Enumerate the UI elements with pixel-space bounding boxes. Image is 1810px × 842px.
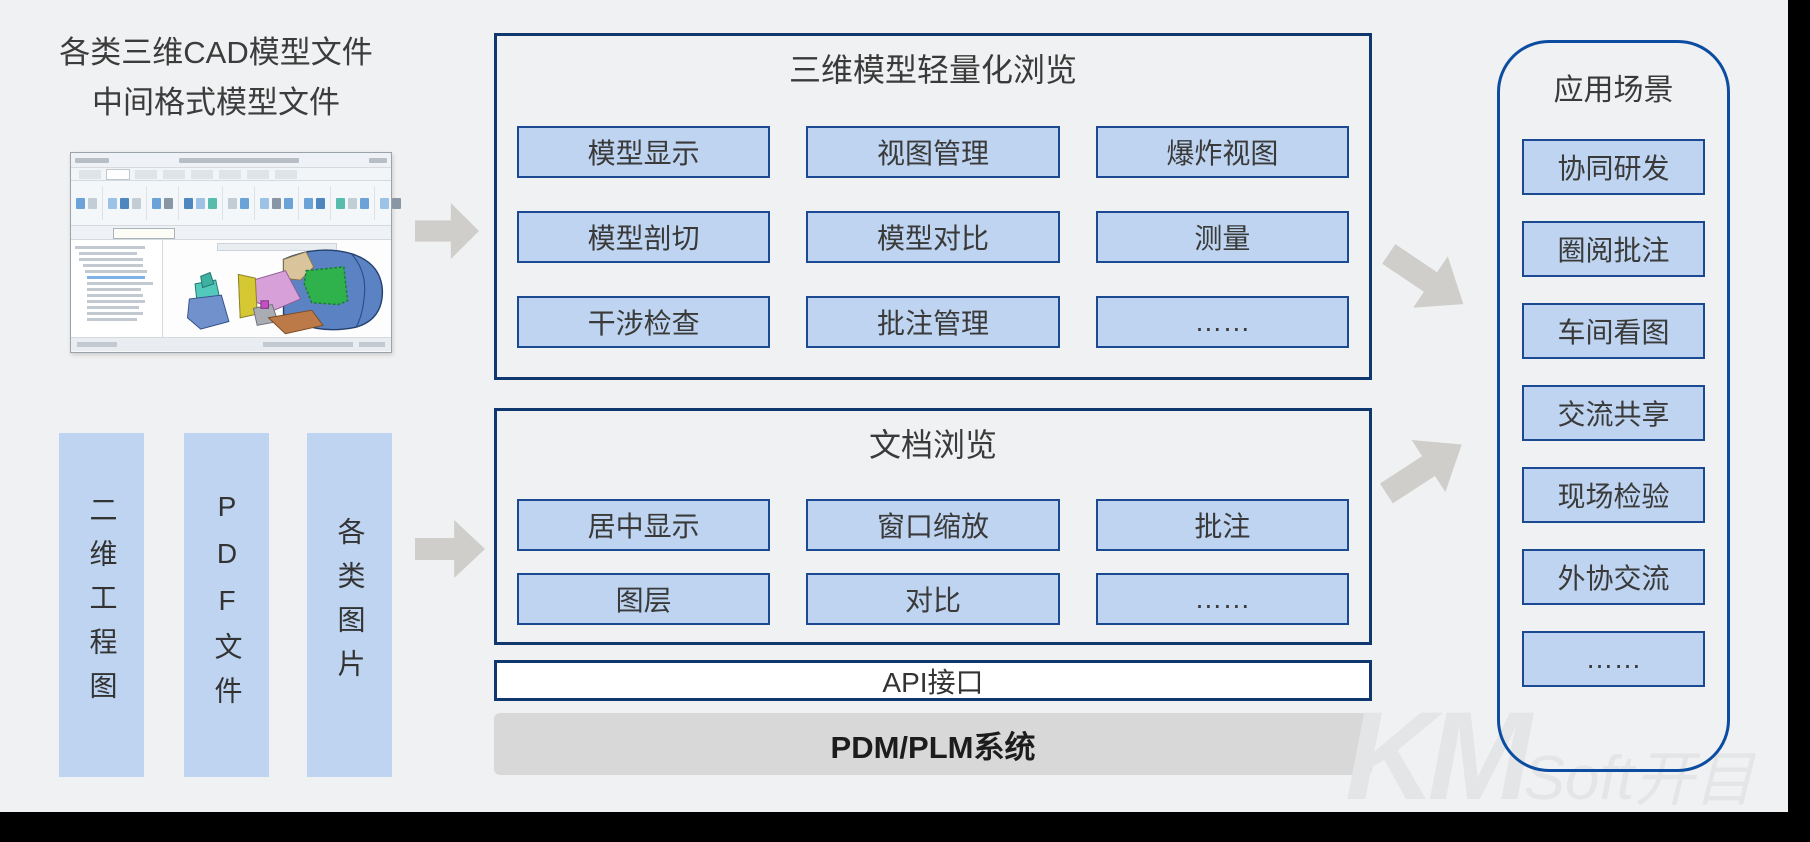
docviewer-grid: 居中显示 窗口缩放 批注 图层 对比 …… — [497, 499, 1369, 625]
docviewer-section: 文档浏览 居中显示 窗口缩放 批注 图层 对比 …… — [494, 408, 1372, 645]
cad-ribbon — [71, 181, 401, 226]
source-bar-label: 各类图片 — [334, 517, 366, 693]
cad-tab-active — [106, 169, 130, 180]
pdm-plm-system-bar: PDM/PLM系统 — [494, 713, 1372, 775]
feature-box-more: …… — [1095, 296, 1349, 348]
scenarios-panel: 应用场景 协同研发 圈阅批注 车间看图 交流共享 现场检验 外协交流 …… — [1497, 40, 1730, 772]
cad-ribbon-group — [336, 186, 375, 220]
cad-screenshot — [70, 152, 401, 353]
feature-box-center-display: 居中显示 — [517, 499, 771, 551]
cad-ribbon-group — [304, 186, 331, 220]
source-bar-images: 各类图片 — [307, 433, 392, 777]
watermark-km: KM — [1345, 686, 1531, 812]
cad-toolbar-row — [71, 226, 391, 240]
feature-box-model-display: 模型显示 — [517, 126, 771, 178]
scenario-box-external-collab: 外协交流 — [1522, 549, 1705, 605]
cad-ribbon-tabs — [71, 168, 391, 181]
source-bar-pdf: PDF文件 — [184, 433, 269, 777]
arrow-docviewer-to-scenarios-icon — [1369, 418, 1478, 519]
source-bar-2d-drawing: 二维工程图 — [59, 433, 144, 777]
scenario-box-site-inspection: 现场检验 — [1522, 467, 1705, 523]
scenarios-list: 协同研发 圈阅批注 车间看图 交流共享 现场检验 外协交流 …… — [1500, 139, 1727, 687]
cad-view-toolbar — [217, 243, 337, 251]
source-bar-label: 二维工程图 — [86, 495, 118, 715]
cad-3d-assembly-model — [186, 249, 384, 335]
cad-title-text-blur — [179, 157, 299, 163]
viewer3d-section: 三维模型轻量化浏览 模型显示 视图管理 爆炸视图 模型剖切 模型对比 测量 干涉… — [494, 33, 1372, 380]
arrow-viewer-to-scenarios-icon — [1371, 228, 1480, 330]
cad-tab — [219, 170, 241, 179]
scenario-box-share-exchange: 交流共享 — [1522, 385, 1705, 441]
feature-box-measure: 测量 — [1095, 211, 1349, 263]
cad-statusbar — [71, 337, 391, 351]
cad-ribbon-group — [228, 186, 255, 220]
viewer3d-title: 三维模型轻量化浏览 — [788, 52, 1077, 88]
feature-box-annotation-mgmt: 批注管理 — [806, 296, 1060, 348]
feature-box-window-zoom: 窗口缩放 — [806, 499, 1060, 551]
feature-box-compare: 对比 — [806, 573, 1060, 625]
cad-titlebar — [71, 153, 391, 168]
viewer3d-grid: 模型显示 视图管理 爆炸视图 模型剖切 模型对比 测量 干涉检查 批注管理 …… — [497, 126, 1369, 348]
cad-model-tree — [71, 240, 163, 337]
scenarios-title: 应用场景 — [1553, 74, 1674, 107]
feature-box-model-section: 模型剖切 — [517, 211, 771, 263]
cad-tab — [163, 170, 185, 179]
cad-tab — [275, 170, 297, 179]
feature-box-more: …… — [1095, 573, 1349, 625]
scenario-box-shopfloor-view: 车间看图 — [1522, 303, 1705, 359]
feature-box-model-compare: 模型对比 — [806, 211, 1060, 263]
cad-ribbon-group — [108, 186, 147, 220]
cad-ribbon-group — [152, 186, 179, 220]
cad-window-controls — [369, 157, 387, 163]
cad-tooltip-popup — [113, 228, 175, 239]
cad-ribbon-group — [380, 186, 406, 220]
feature-box-layers: 图层 — [517, 573, 771, 625]
source-files-line1: 各类三维CAD模型文件 — [59, 35, 373, 70]
scenario-box-review-annotate: 圈阅批注 — [1522, 221, 1705, 277]
cad-3d-viewport — [163, 240, 391, 337]
source-bar-label: PDF文件 — [211, 490, 243, 720]
source-files-label: 各类三维CAD模型文件 中间格式模型文件 — [34, 28, 398, 128]
cad-tab — [247, 170, 269, 179]
cad-ribbon-group — [184, 186, 223, 220]
api-interface-bar: API接口 — [494, 660, 1372, 701]
source-files-line2: 中间格式模型文件 — [92, 85, 340, 120]
arrow-cad-to-viewer-icon — [415, 203, 479, 259]
cad-ribbon-group — [260, 186, 299, 220]
docviewer-title: 文档浏览 — [868, 427, 997, 463]
arrow-files-to-docviewer-icon — [415, 520, 485, 578]
cad-ribbon-group — [76, 186, 103, 220]
cad-tab — [135, 170, 157, 179]
diagram-canvas: 各类三维CAD模型文件 中间格式模型文件 — [0, 0, 1788, 812]
kmsoft-watermark-logo: KM Soft 开目 — [1345, 686, 1754, 812]
cad-tab — [191, 170, 213, 179]
scenario-box-more: …… — [1522, 631, 1705, 687]
feature-box-view-manage: 视图管理 — [806, 126, 1060, 178]
cad-tab — [79, 170, 101, 179]
feature-box-annotate: 批注 — [1095, 499, 1349, 551]
feature-box-exploded-view: 爆炸视图 — [1095, 126, 1349, 178]
feature-box-interference: 干涉检查 — [517, 296, 771, 348]
cad-quickaccess-icons — [75, 157, 109, 163]
scenario-box-collab-rnd: 协同研发 — [1522, 139, 1705, 195]
